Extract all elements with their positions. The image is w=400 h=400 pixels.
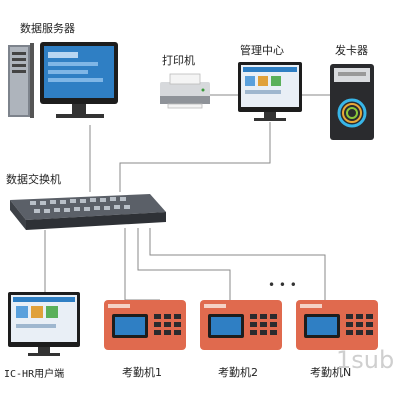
card-issuer-label: 发卡器 [335,44,368,57]
management-center-icon [238,62,302,121]
printer-icon [160,73,210,109]
attendance-machine-1-icon [104,300,186,350]
link-switch-attendance-1 [124,228,160,301]
link-switch-attendance-n [149,228,326,300]
watermark-text: 1sub [336,346,395,374]
data-server-icon [8,42,118,118]
data-server-label: 数据服务器 [20,22,75,35]
ic-hr-client-label: IC-HR用户端 [4,369,65,380]
attendance-machine-2-icon [200,300,282,350]
attendance-n-label: 考勤机N [310,366,352,379]
attendance-1-label: 考勤机1 [122,366,162,379]
card-issuer-icon [330,64,374,140]
printer-label: 打印机 [162,54,195,67]
management-center-label: 管理中心 [240,44,284,57]
connection-lines [44,94,330,301]
data-switch-label: 数据交换机 [6,173,61,186]
attendance-machine-n-icon [296,300,378,350]
attendance-2-label: 考勤机2 [218,366,258,379]
ellipsis-marker: • • • [268,278,297,292]
link-management-switch [119,122,271,192]
network-switch-icon [10,194,166,230]
ic-hr-client-icon [8,292,80,356]
link-switch-attendance-2 [137,228,231,300]
